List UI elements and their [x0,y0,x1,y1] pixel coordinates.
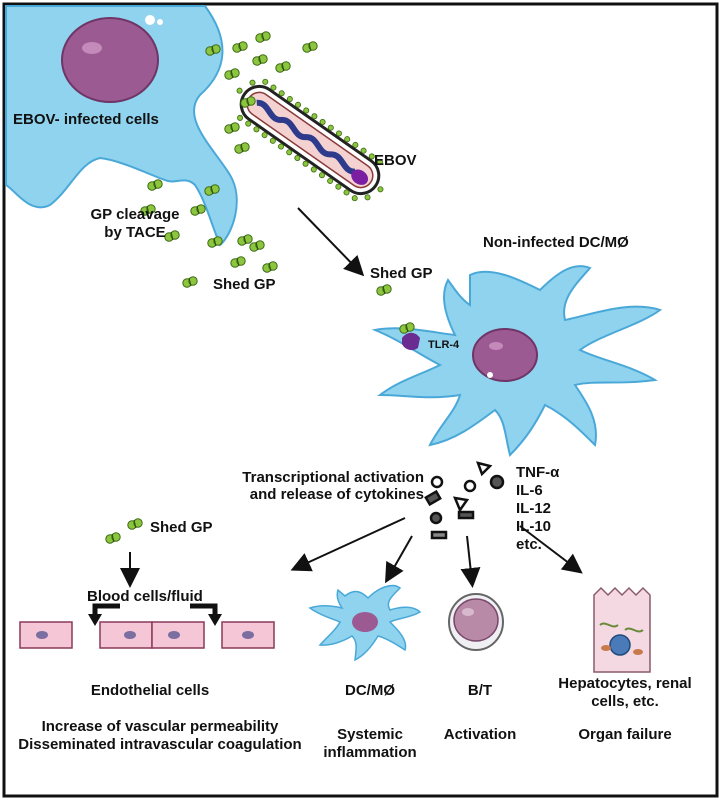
label-endothelial-effect-1: Increase of vascular permeability [41,718,279,735]
non-infected-dc [371,265,663,457]
infected-cell [5,5,238,247]
label-dc-target: DC/MØ [345,682,395,699]
label-dc-effect-2: inflammation [323,744,417,761]
label-gp-cleavage-1: GP cleavage [90,206,180,223]
arrow-to-hepatocytes [519,525,583,574]
label-hepatocytes-1: Hepatocytes, renal [558,675,692,692]
cytokine-item: IL-10 [516,518,552,535]
arrow-to-endothelial [290,517,406,572]
arrow-to-bt [460,535,481,588]
label-endothelial: Endothelial cells [90,682,210,699]
shed-gp-mid-icon [376,284,392,296]
label-hepatocytes-2: cells, etc. [591,693,659,710]
label-transcription-1: Transcriptional activation [242,469,424,486]
arrow-to-dc [297,207,365,277]
label-bt: B/T [467,682,493,699]
cytokine-item: IL-6 [516,482,543,499]
label-non-infected: Non-infected DC/MØ [483,234,629,251]
cytokine-list: TNF-α IL-6 IL-12 IL-10 etc. [516,464,559,554]
cytokine-item: TNF-α [516,464,560,481]
bt-cell [448,593,504,651]
shed-gp-left-icons [105,518,143,544]
cytokine-shapes [424,461,505,540]
label-shed-gp-top: Shed GP [213,276,276,293]
label-organ-failure: Organ failure [578,726,672,743]
label-endothelial-effect-2: Disseminated intravascular coagulation [18,736,302,753]
endothelial-cells [19,603,275,649]
dc-target-cell [308,584,422,662]
label-bt-effect: Activation [443,726,517,743]
label-tlr4: TLR-4 [428,339,460,351]
label-dc-effect-1: Systemic [337,726,403,743]
label-transcription-2: and release of cytokines [249,486,424,503]
label-shed-gp-left: Shed GP [150,519,213,536]
label-blood-cells: Blood cells/fluid [87,588,203,605]
label-shed-gp-mid: Shed GP [370,265,433,282]
tlr4-receptor [399,322,420,351]
arrow-to-dc-target [385,535,413,584]
cytokine-item: IL-12 [516,500,552,517]
label-infected-cells: EBOV- infected cells [13,111,159,128]
ebov-virion [236,78,384,202]
hepatocyte-cell [593,586,651,673]
label-ebov: EBOV [374,152,417,169]
cytokine-item: etc. [516,536,542,553]
label-gp-cleavage-2: by TACE [104,224,166,241]
